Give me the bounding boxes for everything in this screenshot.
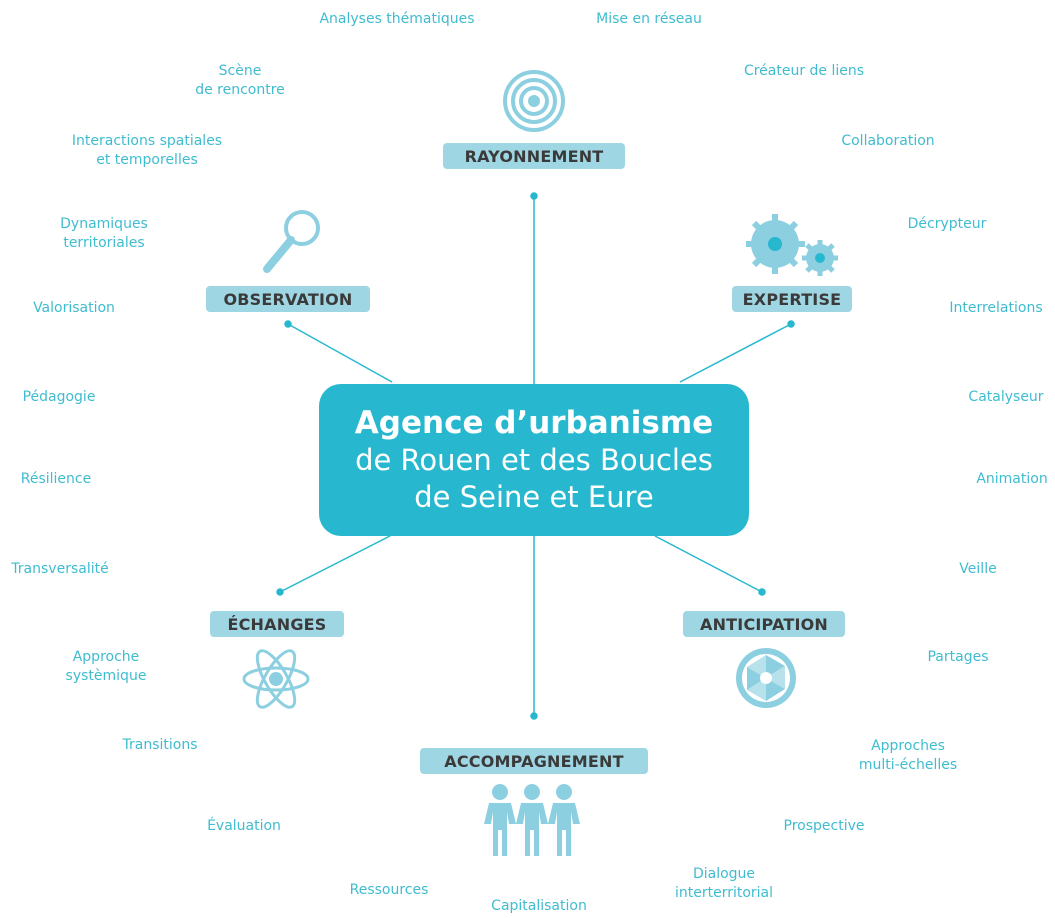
gears-icon — [746, 214, 838, 276]
keyword-ressources: Ressources — [349, 882, 429, 898]
keyword-valorisation: Valorisation — [33, 300, 115, 316]
pillar-observation: OBSERVATION — [206, 286, 370, 312]
central-subtitle-line1: de Rouen et des Boucles — [355, 443, 713, 477]
keyword-animation: Animation — [976, 471, 1048, 487]
target-icon — [503, 70, 565, 132]
keyword-pedagogie: Pédagogie — [22, 389, 96, 405]
keyword-createur: Créateur de liens — [743, 63, 865, 79]
connector-dot-observation — [284, 320, 292, 328]
aperture-icon — [736, 648, 796, 708]
keyword-mise-reseau: Mise en réseau — [596, 11, 702, 27]
keyword-prospective: Prospective — [783, 818, 865, 834]
keyword-decrypteur: Décrypteur — [907, 216, 987, 232]
connector-dot-echanges — [276, 588, 284, 596]
keyword-dialogue-1: Dialogue — [692, 866, 756, 882]
keyword-partages: Partages — [927, 649, 989, 665]
pillar-rayonnement: RAYONNEMENT — [443, 143, 625, 169]
keyword-transitions: Transitions — [122, 737, 198, 753]
connector-dot-anticipation — [758, 588, 766, 596]
pillar-expertise: EXPERTISE — [732, 286, 852, 312]
keyword-interrelations: Interrelations — [949, 300, 1043, 316]
central-title: Agence d’urbanisme — [354, 405, 714, 441]
keyword-interactions-2: et temporelles — [96, 152, 198, 168]
keyword-evaluation: Évaluation — [207, 818, 281, 834]
connector-echanges — [279, 535, 391, 593]
central-title-box: Agence d’urbanisme de Rouen et des Boucl… — [319, 384, 749, 536]
atom-icon — [242, 649, 310, 709]
keyword-approches-2: multi-échelles — [858, 757, 958, 773]
keyword-scene-1: Scène — [218, 63, 262, 79]
connector-expertise — [679, 323, 792, 383]
magnifier-icon — [263, 210, 320, 273]
pillar-accompagnement: ACCOMPAGNEMENT — [420, 748, 648, 774]
keyword-dynamiques-1: Dynamiques — [60, 216, 148, 232]
keyword-dynamiques-2: territoriales — [63, 235, 145, 251]
keyword-resilience: Résilience — [20, 471, 92, 487]
connector-dot-expertise — [787, 320, 795, 328]
keyword-approches-1: Approches — [871, 738, 945, 754]
connector-observation — [287, 323, 393, 383]
keyword-dialogue-2: interterritorial — [674, 885, 774, 901]
pillar-anticipation: ANTICIPATION — [683, 611, 845, 637]
keyword-capitalisation: Capitalisation — [491, 898, 587, 914]
keyword-approche-1: Approche — [72, 649, 140, 665]
connector-anticipation — [654, 535, 763, 593]
connector-dot-accompagnement — [530, 712, 538, 720]
people-icon — [484, 784, 580, 856]
keyword-analyses: Analyses thématiques — [319, 11, 475, 27]
connector-dot-rayonnement — [530, 192, 538, 200]
keyword-catalyseur: Catalyseur — [968, 389, 1044, 405]
pillar-echanges: ÉCHANGES — [210, 611, 344, 637]
central-subtitle-line2: de Seine et Eure — [414, 480, 654, 514]
keyword-interactions-1: Interactions spatiales — [71, 133, 223, 149]
keyword-approche-2: systèmique — [65, 668, 147, 684]
keyword-veille: Veille — [959, 561, 997, 577]
keyword-collaboration: Collaboration — [841, 133, 935, 149]
keyword-scene-2: de rencontre — [195, 82, 285, 98]
keyword-transversalite: Transversalité — [11, 561, 109, 577]
